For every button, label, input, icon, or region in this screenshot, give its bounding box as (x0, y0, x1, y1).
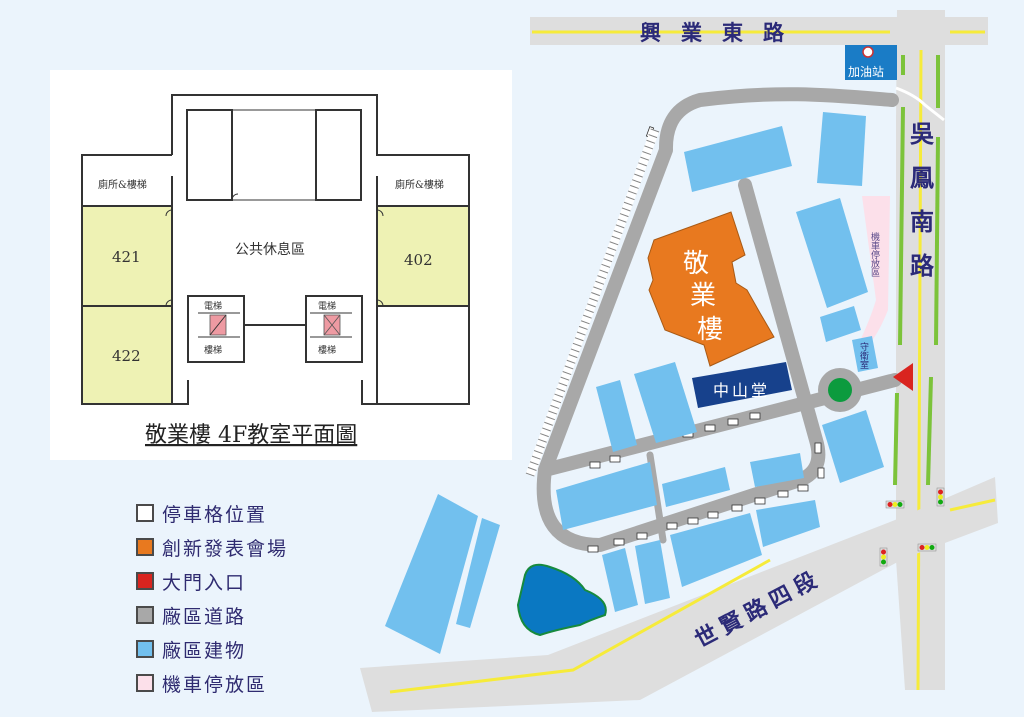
zhongshan-hall[interactable]: 中山堂 (692, 362, 792, 408)
parking-stalls-row (525, 128, 660, 477)
scooter-parking-area[interactable]: 機車停放區 (858, 196, 890, 345)
svg-text:機車停放區: 機車停放區 (869, 231, 880, 277)
main-building-jingye[interactable]: 敬 業 樓 (647, 211, 775, 367)
svg-text:守衛室: 守衛室 (858, 341, 869, 369)
swatch-icon (136, 640, 154, 658)
svg-text:中山堂: 中山堂 (713, 381, 770, 400)
svg-text:南: 南 (910, 207, 934, 236)
svg-text:業: 業 (690, 281, 716, 311)
legend-item-road: 廠區道路 (136, 598, 288, 632)
pond (516, 563, 607, 637)
guard-room[interactable]: 守衛室 (852, 336, 878, 372)
public-roads (360, 10, 998, 712)
elevator-label: 電梯 (204, 300, 222, 312)
legend-item-parking: 停車格位置 (136, 496, 288, 530)
legend-item-building: 廠區建物 (136, 632, 288, 666)
swatch-icon (136, 504, 154, 522)
stairs-label: 樓梯 (318, 344, 336, 356)
legend-item-entrance: 大門入口 (136, 564, 288, 598)
main-entrance-icon[interactable] (893, 363, 913, 391)
roundabout (828, 378, 852, 402)
svg-text:敬: 敬 (683, 249, 709, 279)
swatch-icon (136, 572, 154, 590)
gas-station[interactable]: 加油站 (845, 45, 897, 80)
svg-text:吳: 吳 (910, 119, 935, 148)
restroom-right-label: 廁所&樓梯 (395, 178, 444, 191)
floor-plan-title: 敬業樓 4F教室平面圖 (145, 423, 357, 448)
legend: 停車格位置 創新發表會場 大門入口 廠區道路 廠區建物 機車停放區 (136, 496, 288, 700)
lounge-label: 公共休息區 (235, 241, 305, 258)
room-422[interactable] (82, 306, 172, 404)
legend-item-venue: 創新發表會場 (136, 530, 288, 564)
road-label-east: 吳 鳳 南 路 (910, 119, 935, 280)
floor-plan-panel (50, 70, 512, 460)
stairs-label: 樓梯 (204, 344, 222, 356)
legend-item-scooter: 機車停放區 (136, 666, 288, 700)
svg-text:樓: 樓 (697, 315, 723, 345)
swatch-icon (136, 538, 154, 556)
svg-text:路: 路 (910, 251, 935, 280)
room-402[interactable] (377, 206, 469, 306)
room-422-label: 422 (112, 347, 141, 365)
swatch-icon (136, 674, 154, 692)
svg-text:加油站: 加油站 (848, 65, 884, 79)
swatch-icon (136, 606, 154, 624)
traffic-light-icon (879, 487, 945, 567)
elevator-label: 電梯 (318, 300, 336, 312)
restroom-left-label: 廁所&樓梯 (98, 178, 147, 191)
room-421-label: 421 (112, 248, 141, 266)
room-421[interactable] (82, 206, 172, 306)
road-label-north: 興業東路 (640, 20, 804, 45)
svg-text:鳳: 鳳 (910, 163, 934, 192)
room-402-label: 402 (404, 251, 433, 269)
svg-text:興業東路: 興業東路 (640, 20, 804, 45)
elevator-icon (209, 314, 341, 336)
factory-buildings (385, 112, 884, 654)
